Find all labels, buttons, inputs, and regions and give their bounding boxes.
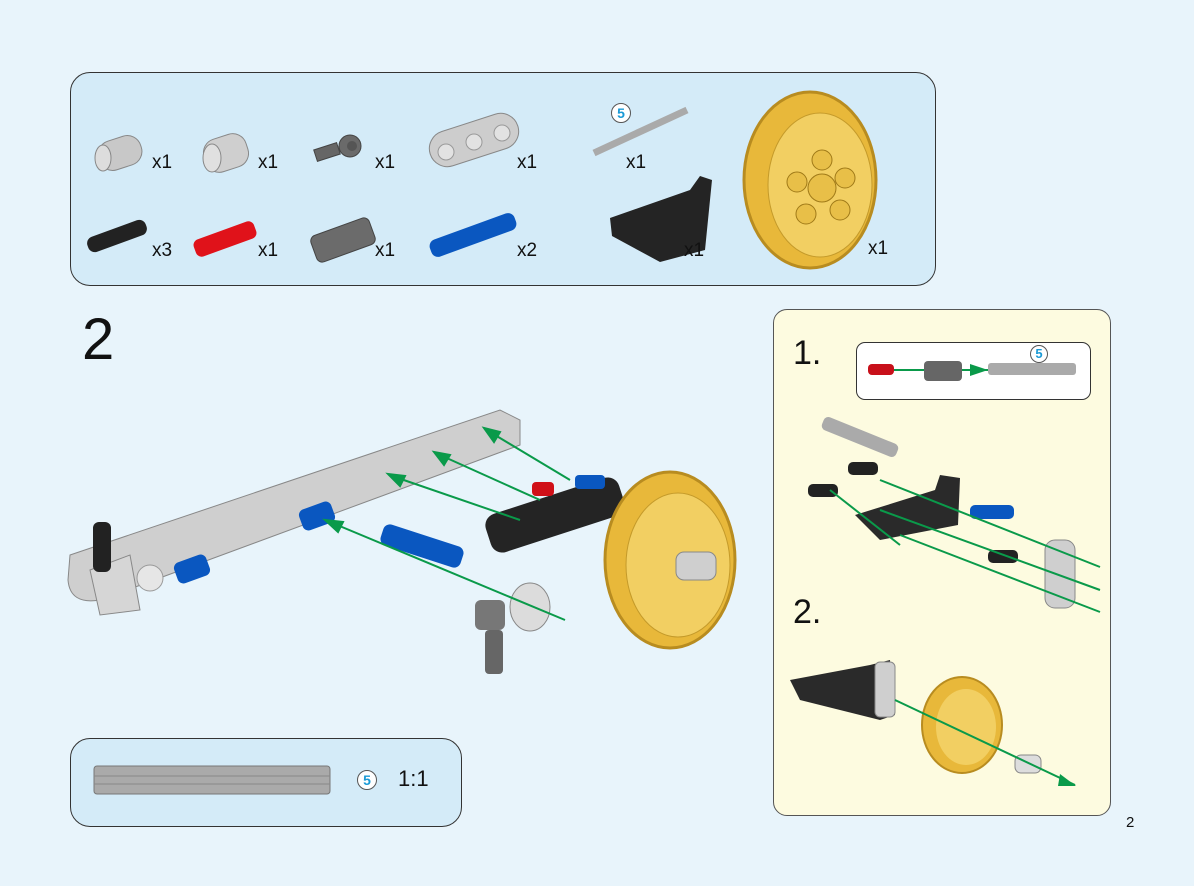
black-pin-icon bbox=[87, 219, 147, 253]
part-qty: x1 bbox=[868, 238, 889, 259]
part-qty: x1 bbox=[517, 152, 538, 173]
part-qty: x1 bbox=[626, 152, 647, 173]
wheel-icon bbox=[742, 90, 878, 270]
substep-1-illustration bbox=[808, 361, 1101, 613]
part-qty: x1 bbox=[375, 152, 396, 173]
ruler-length-badge: 5 bbox=[357, 770, 377, 790]
part-qty: x1 bbox=[375, 240, 396, 261]
ruler-scale: 1:1 bbox=[398, 766, 429, 791]
axle-length-badge: 5 bbox=[611, 103, 631, 123]
substep-2-illustration bbox=[790, 660, 1076, 786]
part-qty: x2 bbox=[517, 240, 538, 261]
part-qty: x1 bbox=[258, 152, 279, 173]
l-beam-icon bbox=[610, 176, 712, 262]
part-qty: x1 bbox=[258, 240, 279, 261]
part-qty: x1 bbox=[684, 240, 705, 261]
part-qty: x1 bbox=[152, 152, 173, 173]
light-gray-bush-icon bbox=[94, 135, 143, 172]
substep-2-label: 2. bbox=[793, 593, 822, 631]
axle-connector-icon bbox=[202, 133, 250, 173]
main-assembly-illustration bbox=[67, 409, 737, 674]
axle-5-icon bbox=[592, 106, 689, 157]
callout-axle-length-badge: 5 bbox=[1030, 345, 1048, 363]
red-axle-pin-icon bbox=[193, 221, 257, 257]
page-number: 2 bbox=[1126, 814, 1135, 831]
beam-3-icon bbox=[428, 112, 520, 168]
step-number: 2 bbox=[82, 307, 115, 372]
pin-connector-icon bbox=[313, 134, 362, 163]
part-qty: x3 bbox=[152, 240, 173, 261]
dark-gray-connector-icon bbox=[310, 217, 376, 263]
blue-axle-pin-icon bbox=[429, 213, 517, 257]
substep-1-label: 1. bbox=[793, 334, 822, 372]
ruler-axle-5-icon bbox=[93, 765, 331, 795]
assembly-arrows bbox=[322, 426, 571, 621]
